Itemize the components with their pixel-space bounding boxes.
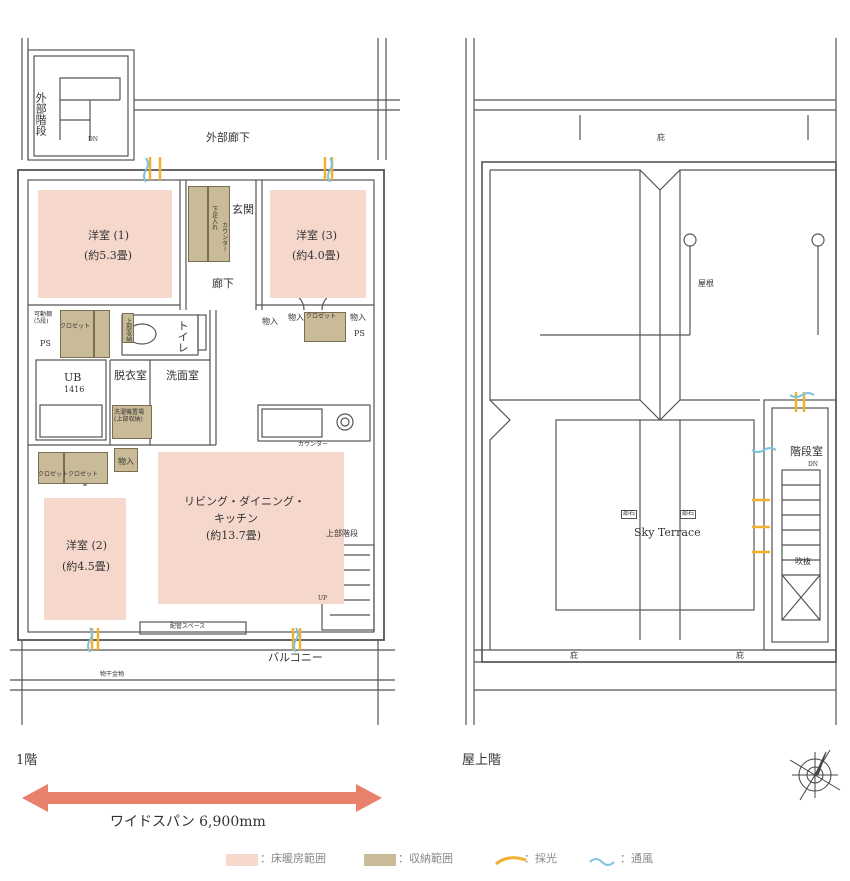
legend-floor-heating-swatch [226, 854, 258, 866]
storage-closet-2b [64, 452, 108, 484]
label-ub: UB [64, 371, 82, 384]
storage-closet-3 [304, 312, 346, 342]
legend-storage-swatch [364, 854, 396, 866]
room-western-3-size: (約4.0畳) [292, 249, 341, 262]
label-toilet: トイレ [176, 320, 190, 353]
label-shoe-box: 下足入れ [210, 206, 218, 230]
storage-shoe-box [188, 186, 208, 262]
label-stone-2: 部石 [680, 510, 697, 519]
room-ldk-extension [158, 452, 322, 604]
legend-floor-heating-label: ：床暖房範囲 [260, 852, 326, 865]
label-washer: 洗濯機置場(上部収納) [114, 409, 145, 423]
room-ldk-size: (約13.7畳) [206, 529, 262, 542]
legend-storage-label: ：収納範囲 [398, 852, 453, 865]
room-western-2-size: (約4.5畳) [62, 560, 111, 573]
label-stair-room: 階段室 [790, 445, 823, 458]
room-western-1-size: (約5.3畳) [84, 249, 133, 262]
room-western-3 [270, 190, 366, 298]
label-movable-shelf: 可動棚(5段) [34, 311, 53, 325]
label-closet-b: クロゼット [306, 313, 337, 320]
floor1-label: 1階 [16, 753, 38, 768]
label-closet-c: クロゼット [38, 471, 69, 478]
label-eaves-top: 庇 [657, 133, 665, 142]
label-stone-1: 部石 [621, 510, 638, 519]
legend-light-label: ：採光 [524, 852, 557, 865]
room-western-1-name: 洋室 (1) [88, 229, 130, 242]
label-closet-a: クロゼット [60, 323, 91, 330]
label-entrance: 玄関 [232, 203, 254, 216]
roof-floor-label: 屋上階 [462, 753, 502, 768]
label-storage-d: 物入 [118, 457, 134, 466]
legend-wind-label: ：通風 [620, 852, 653, 865]
label-outer-stairs: 外部階段 [34, 92, 48, 136]
wide-span-arrow [22, 784, 382, 812]
label-eaves-bottom-right: 庇 [736, 651, 744, 660]
label-storage-c: 物入 [350, 313, 366, 322]
label-outer-corridor: 外部廊下 [206, 131, 250, 144]
room-western-2-name: 洋室 (2) [66, 539, 108, 552]
label-undress-room: 脱衣室 [114, 369, 147, 382]
label-void: 吹抜 [795, 557, 811, 566]
label-storage-b: 物入 [288, 313, 304, 322]
label-roof-dn: DN [808, 461, 819, 468]
room-western-2 [44, 498, 126, 620]
label-piping-space: 配管スペース [170, 623, 206, 630]
legend-wind-icon [589, 858, 615, 866]
storage-washer [112, 405, 152, 439]
compass-icon [789, 749, 841, 801]
label-closet-d: クロゼット [68, 471, 99, 478]
label-ps-left: PS [40, 339, 51, 348]
legend-light-icon [495, 856, 527, 866]
room-ldk-name-1: リビング・ダイニング・ [184, 495, 305, 508]
label-upper-storage: 上部収納 [124, 318, 132, 342]
wide-span-label: ワイドスパン 6,900mm [110, 814, 266, 830]
storage-counter [208, 186, 230, 262]
storage-upper [122, 313, 134, 343]
label-ps-right: PS [354, 329, 365, 338]
room-western-1 [38, 190, 172, 298]
label-balcony: バルコニー [268, 651, 323, 664]
room-western-3-name: 洋室 (3) [296, 229, 338, 242]
label-kitchen-counter: カウンター [298, 441, 329, 448]
storage-closet-ldk [114, 448, 138, 472]
storage-closet-1 [60, 310, 94, 358]
label-eaves-bottom-left: 庇 [570, 651, 578, 660]
label-roof: 屋根 [698, 279, 714, 288]
storage-closet-2a [38, 452, 64, 484]
storage-closet-1b [94, 310, 110, 358]
label-dn: DN [88, 136, 99, 143]
label-wash-room: 洗面室 [166, 369, 199, 382]
label-hall: 廊下 [212, 277, 234, 290]
room-ldk-name-2: キッチン [214, 512, 258, 525]
label-upper-stairs: 上部階段 [326, 529, 358, 538]
label-ub-size: 1416 [64, 385, 85, 394]
label-laundry-rail: 物干金物 [100, 671, 125, 678]
label-shoe-counter: カウンター [220, 222, 228, 252]
label-storage-a: 物入 [262, 317, 278, 326]
label-sky-terrace: Sky Terrace [634, 526, 701, 539]
label-up: UP [318, 595, 328, 602]
